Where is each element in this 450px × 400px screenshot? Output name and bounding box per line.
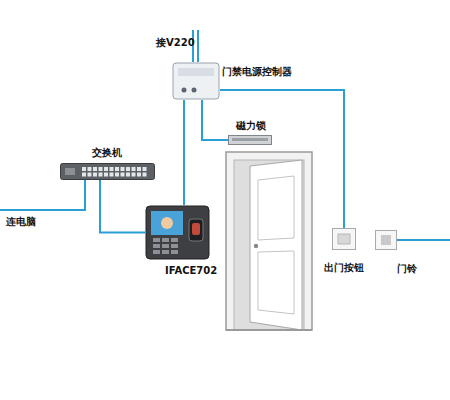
switch-port xyxy=(137,173,141,177)
device-label: 门禁电源控制器 xyxy=(222,66,292,78)
bell-plate xyxy=(376,231,397,250)
terminal-key xyxy=(153,238,160,242)
switch-port xyxy=(110,167,114,171)
bell-key xyxy=(381,235,391,245)
device-node: 交换机 xyxy=(60,163,155,180)
button-plate xyxy=(333,229,356,250)
switch-panel xyxy=(65,168,75,175)
door-panel xyxy=(258,176,294,240)
switch-port xyxy=(93,173,97,177)
device-label: 磁力锁 xyxy=(236,120,266,132)
wires xyxy=(0,30,450,240)
switch-port xyxy=(132,173,136,177)
device-node: 门禁电源控制器 xyxy=(172,62,220,100)
controller-panel xyxy=(178,68,214,76)
device-icon xyxy=(60,163,155,180)
switch-port xyxy=(115,173,119,177)
door xyxy=(226,152,312,330)
door-leaf xyxy=(250,160,302,330)
switch-port xyxy=(137,167,141,171)
doorbell-wire xyxy=(397,239,450,241)
wire xyxy=(183,100,185,205)
terminal-key xyxy=(171,244,178,248)
device-node: IFACE702 xyxy=(145,205,210,260)
wire xyxy=(220,90,344,228)
switch-port xyxy=(121,173,125,177)
switch-port xyxy=(82,173,86,177)
device-icon xyxy=(375,230,397,250)
device-icon xyxy=(332,228,356,250)
switch-port xyxy=(132,167,136,171)
door-sill xyxy=(226,329,312,331)
button-key xyxy=(338,234,350,244)
terminal-case xyxy=(146,206,209,259)
terminal-key xyxy=(171,250,178,254)
computer-wire xyxy=(0,180,85,210)
device-node: 磁力锁 xyxy=(228,135,272,145)
switch-port xyxy=(115,167,119,171)
terminal-key xyxy=(153,250,160,254)
door-frame xyxy=(226,152,312,330)
wire xyxy=(100,180,145,233)
switch-port xyxy=(143,173,147,177)
device-icon xyxy=(145,205,210,260)
terminal-screen xyxy=(151,211,183,235)
device-label: 门铃 xyxy=(397,263,417,275)
switch-port xyxy=(104,173,108,177)
device-node: 门铃 xyxy=(375,230,397,250)
lock-body xyxy=(229,136,272,145)
door-knob xyxy=(254,244,258,248)
device-node: 出门按钮 xyxy=(332,228,356,250)
switch-port xyxy=(121,167,125,171)
device-label: IFACE702 xyxy=(165,265,217,277)
switch-case xyxy=(61,164,155,180)
switch-port xyxy=(126,173,130,177)
switch-port xyxy=(99,173,103,177)
wire-label: 连电脑 xyxy=(6,216,36,228)
controller-port xyxy=(192,88,197,93)
device-label: 出门按钮 xyxy=(324,262,364,274)
terminal-key xyxy=(162,244,169,248)
wire-label: 接V220 xyxy=(156,37,195,49)
controller-port xyxy=(182,88,187,93)
switch-port xyxy=(104,167,108,171)
switch-port xyxy=(82,167,86,171)
door-opening xyxy=(234,160,304,330)
switch-port xyxy=(126,167,130,171)
wire xyxy=(202,100,228,140)
switch-port xyxy=(93,167,97,171)
lock-strip xyxy=(232,138,268,141)
door-panel xyxy=(258,251,294,314)
device-icon xyxy=(228,135,272,145)
switch-port xyxy=(143,167,147,171)
terminal-key xyxy=(153,244,160,248)
power-wire xyxy=(197,30,199,62)
switch-port xyxy=(88,173,92,177)
terminal-face xyxy=(161,217,173,229)
controller-case xyxy=(173,63,219,99)
switch-port xyxy=(88,167,92,171)
switch-port xyxy=(99,167,103,171)
device-icon xyxy=(172,62,220,100)
switch-port xyxy=(110,173,114,177)
terminal-key xyxy=(171,238,178,242)
device-label: 交换机 xyxy=(92,147,122,159)
terminal-key xyxy=(162,238,169,242)
terminal-key xyxy=(162,250,169,254)
fingerprint-reader xyxy=(189,219,203,241)
fingerprint-window xyxy=(192,223,200,235)
